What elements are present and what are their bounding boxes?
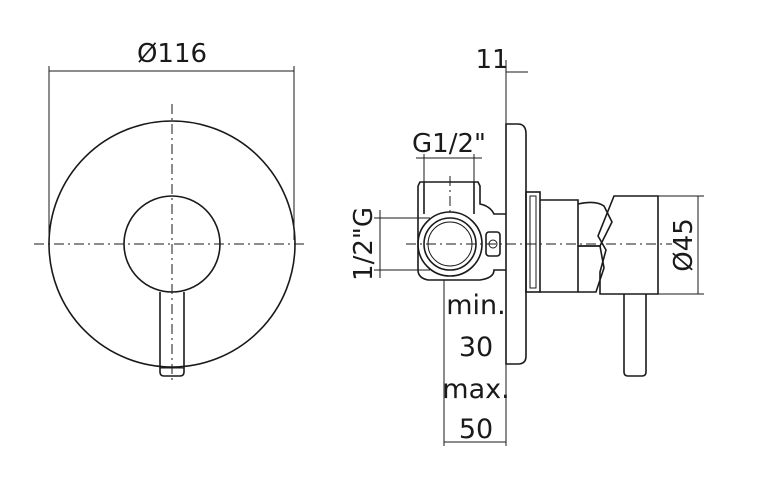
lever-front (159, 292, 185, 377)
label-width-top: 11 (475, 45, 508, 75)
label-depth-max-value: 50 (459, 414, 493, 445)
gasket-inner (529, 195, 537, 289)
front-view (34, 66, 308, 384)
label-depth-min-value: 30 (459, 332, 493, 363)
labels: Ø116 11 G1/2" 1/2"G Ø45 min. 30 max. 50 (137, 39, 699, 445)
fitting-bottom-edge (417, 186, 506, 281)
label-diameter-body: Ø45 (669, 218, 699, 272)
cover-plate-side (505, 123, 527, 365)
body-neck-bottom (578, 245, 605, 293)
body-neck-top (577, 201, 613, 247)
label-depth-min: min. (446, 290, 506, 321)
gasket (525, 191, 541, 293)
side-view (374, 60, 704, 446)
label-depth-max: max. (442, 374, 509, 405)
label-diameter-plate: Ø116 (137, 39, 207, 69)
valve-body (540, 199, 579, 293)
knob-side (597, 195, 659, 295)
label-thread-side: 1/2"G (349, 207, 379, 281)
label-thread-top: G1/2" (412, 129, 486, 159)
lever-side (623, 294, 647, 377)
fitting-top-edge (417, 181, 506, 215)
